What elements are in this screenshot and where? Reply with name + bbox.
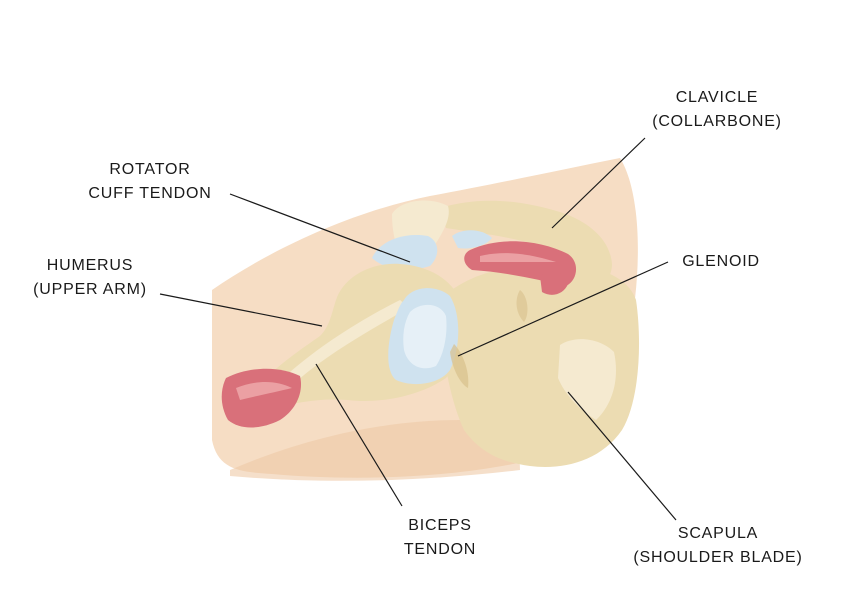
humerus-shaft-highlight xyxy=(290,300,404,380)
biceps-muscle xyxy=(221,368,302,428)
leader-lines xyxy=(159,137,677,521)
label-glenoid: GLENOID xyxy=(682,253,760,270)
leader-line-rotator-cuff xyxy=(229,193,411,263)
glenoid-cartilage-highlight xyxy=(403,304,447,369)
scapula-highlight xyxy=(558,339,616,420)
leader-line-clavicle xyxy=(551,137,646,229)
leader-line-glenoid xyxy=(457,261,669,357)
biceps-muscle-fibers xyxy=(236,382,292,400)
bone-shadow-accent xyxy=(450,344,469,388)
label-clavicle: CLAVICLE (COLLARBONE) xyxy=(652,89,782,130)
label-scapula: SCAPULA (SHOULDER BLADE) xyxy=(633,525,803,566)
bone-shadow-accent-2 xyxy=(516,290,528,322)
rotator-cuff-cap-2 xyxy=(452,230,492,249)
leader-line-scapula xyxy=(567,391,677,521)
label-humerus: HUMERUS (UPPER ARM) xyxy=(33,257,147,298)
leader-line-humerus xyxy=(159,293,323,327)
clavicle-bone xyxy=(440,200,612,286)
leader-line-biceps xyxy=(315,363,403,507)
skin-shadow xyxy=(230,420,520,481)
label-rotator-cuff-tendon: ROTATOR CUFF TENDON xyxy=(88,161,212,202)
muscle-small xyxy=(540,271,568,295)
muscle-upper-fibers xyxy=(480,253,556,262)
label-biceps-tendon: BICEPS TENDON xyxy=(403,517,477,558)
rotator-cuff-cap xyxy=(372,234,438,270)
